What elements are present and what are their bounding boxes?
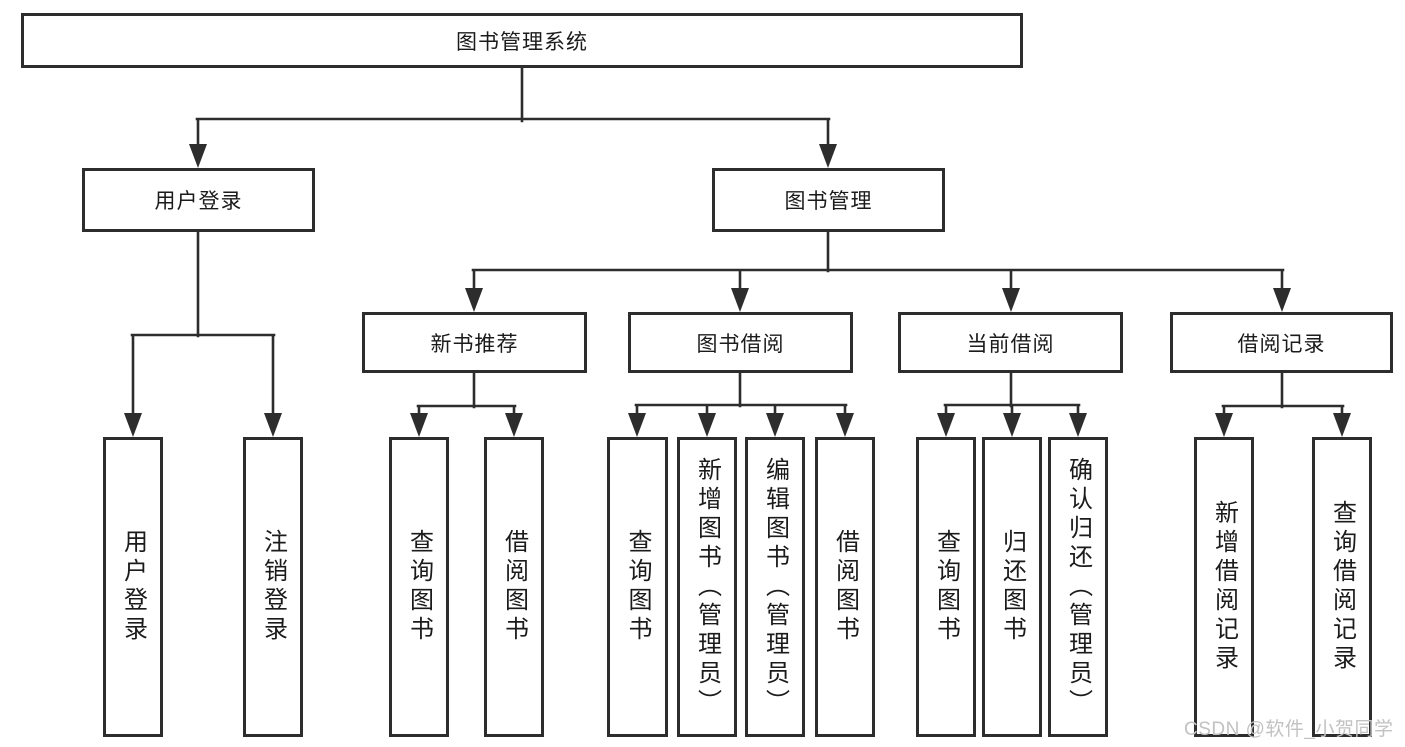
arrowhead [1333,413,1351,437]
leaf-logout: 注销登录 [243,437,303,737]
node-book-management: 图书管理 [712,168,945,232]
node-new-book-recommendation: 新书推荐 [362,312,587,373]
leaf-borrow-books-recommend: 借阅图书 [484,437,544,737]
arrowhead [731,288,749,312]
node-user-login: 用户登录 [82,168,315,232]
arrowhead [465,288,483,312]
csdn-watermark: CSDN @软件_小贺同学 [1184,719,1394,740]
arrowhead [264,413,282,437]
leaf-query-books-borrowing: 查询图书 [607,437,668,737]
arrowhead [937,413,955,437]
arrowhead [1003,413,1021,437]
arrowhead [1215,413,1233,437]
leaf-query-books-recommend: 查询图书 [389,437,449,737]
arrowhead [766,413,784,437]
arrowhead [410,413,428,437]
arrowhead [189,144,207,168]
leaf-query-borrow-record: 查询借阅记录 [1312,437,1372,737]
arrowheads [124,144,1351,437]
arrowhead [698,413,716,437]
leaf-query-books-current: 查询图书 [916,437,976,737]
node-book-borrowing: 图书借阅 [628,312,853,373]
arrowhead [1273,288,1291,312]
node-library-management-system: 图书管理系统 [21,13,1023,68]
leaf-return-books: 归还图书 [982,437,1042,737]
arrowhead [505,413,523,437]
node-borrowing-records: 借阅记录 [1170,312,1393,373]
arrowhead [124,413,142,437]
tree-edges [130,66,1345,417]
leaf-add-books-admin: 新增图书（管理员） [677,437,737,737]
arrowhead [836,413,854,437]
leaf-confirm-return-admin: 确认归还（管理员） [1048,437,1108,737]
leaf-add-borrow-record: 新增借阅记录 [1194,437,1254,737]
arrowhead [819,144,837,168]
leaf-borrow-books-borrowing: 借阅图书 [815,437,875,737]
leaf-edit-books-admin: 编辑图书（管理员） [745,437,805,737]
leaf-user-login: 用户登录 [103,437,163,737]
node-current-borrowing: 当前借阅 [898,312,1123,373]
arrowhead [1002,288,1020,312]
arrowhead [1069,413,1087,437]
arrowhead [628,413,646,437]
